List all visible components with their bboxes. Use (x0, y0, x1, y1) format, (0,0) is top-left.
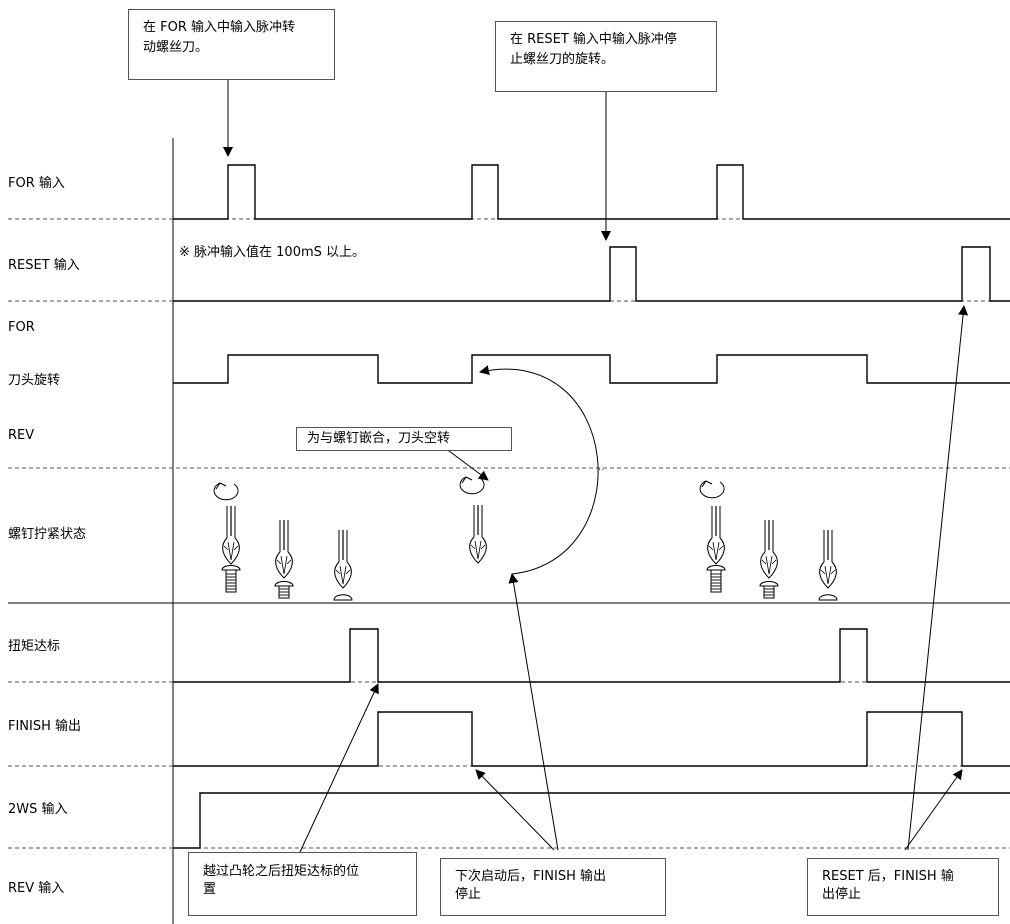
arrow-idle-spin (444, 447, 489, 481)
row-label-screw-state: 螺钉拧紧状态 (8, 527, 87, 542)
bit-rotation-signal (173, 354, 1010, 384)
screw-sequence-2 (699, 480, 838, 601)
reset-input-signal (173, 246, 1010, 302)
row-label-for: FOR (8, 320, 35, 335)
callout-after-reset-line1: RESET 后，FINISH 输 (822, 869, 954, 884)
callout-for-pulse: 在 FOR 输入中输入脉冲转 动螺丝刀。 (128, 9, 335, 80)
row-label-torque-up: 扭矩达标 (8, 639, 61, 654)
callout-reset-pulse: 在 RESET 输入中输入脉冲停 止螺丝刀的旋转。 (495, 21, 717, 92)
row-label-rev-input: REV 输入 (8, 881, 65, 896)
finish-output-signal (173, 711, 1010, 767)
torque-up-signal (173, 628, 1010, 683)
ws2-input-signal (173, 792, 1010, 849)
callout-for-pulse-line1: 在 FOR 输入中输入脉冲转 (143, 20, 296, 35)
callout-idle-spin: 为与螺钉嵌合，刀头空转 (296, 427, 512, 451)
arrow-idle-curve (479, 365, 599, 575)
callout-after-reset: RESET 后，FINISH 输 出停止 (807, 858, 999, 916)
callout-cam: 越过凸轮之后扭矩达标的位 置 (188, 852, 417, 916)
row-label-2ws-input: 2WS 输入 (8, 802, 68, 817)
row-label-rev: REV (8, 428, 35, 443)
callout-next-start-line2: 停止 (455, 887, 482, 902)
screw-idle-spin (459, 476, 487, 564)
callout-reset-pulse-line2: 止螺丝刀的旋转。 (510, 52, 615, 67)
callout-for-pulse-line2: 动螺丝刀。 (143, 40, 209, 55)
pulse-width-note: ※ 脉冲输入值在 100mS 以上。 (179, 245, 366, 260)
callout-next-start-line1: 下次启动后，FINISH 输出 (455, 869, 607, 884)
arrow-cam (299, 683, 379, 853)
arrow-after-reset-a (904, 769, 963, 851)
for-input-signal (173, 164, 1010, 220)
row-label-finish-output: FINISH 输出 (8, 719, 82, 734)
arrow-next-start-a (475, 769, 555, 851)
row-label-bit-rotation: 刀头旋转 (8, 373, 61, 388)
callout-idle-spin-text: 为与螺钉嵌合，刀头空转 (307, 431, 451, 446)
callout-cam-line2: 置 (203, 882, 217, 897)
row-separators (8, 218, 1010, 849)
callout-reset-pulse-line1: 在 RESET 输入中输入脉冲停 (510, 32, 677, 47)
callout-next-start: 下次启动后，FINISH 输出 停止 (440, 858, 666, 916)
arrow-next-start-b (508, 573, 559, 851)
callout-after-reset-line2: 出停止 (822, 887, 862, 902)
svg-text:..: .. (598, 462, 604, 473)
screw-sequence-1 (213, 482, 353, 601)
row-label-for-input: FOR 输入 (8, 176, 65, 191)
arrow-after-reset-b (907, 305, 969, 851)
callout-cam-line1: 越过凸轮之后扭矩达标的位 (203, 864, 360, 879)
row-label-reset-input: RESET 输入 (8, 258, 80, 273)
